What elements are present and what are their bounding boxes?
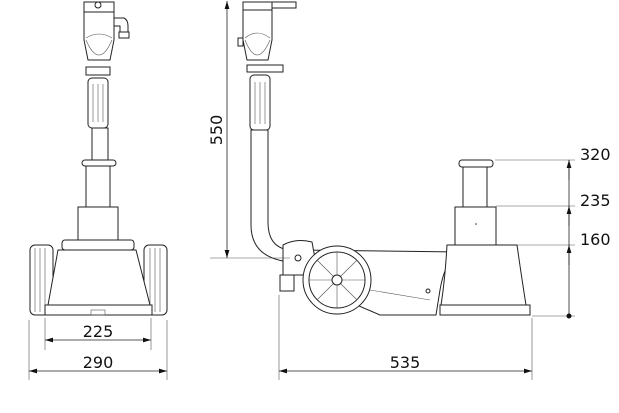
front-body xyxy=(47,249,151,306)
air-fitting xyxy=(113,17,129,33)
side-cylinder xyxy=(454,206,497,246)
side-handle-tube xyxy=(250,129,291,263)
dim-label-225: 225 xyxy=(83,322,114,341)
front-ram xyxy=(85,164,111,208)
dim-label-535: 535 xyxy=(390,353,421,372)
side-ram xyxy=(462,166,488,208)
dim-label-320: 320 xyxy=(580,145,611,164)
dim-label-235: 235 xyxy=(580,191,611,210)
dim-label-160: 160 xyxy=(580,230,611,249)
dim-label-290: 290 xyxy=(83,353,114,372)
dim-label-550: 550 xyxy=(207,115,226,146)
side-head-top xyxy=(242,1,273,11)
side-valve-head xyxy=(242,9,273,61)
front-view xyxy=(29,1,168,316)
side-saddle xyxy=(458,159,494,168)
front-collar xyxy=(85,66,111,76)
side-knob xyxy=(237,37,244,47)
side-lever xyxy=(271,1,297,9)
front-handle-tube xyxy=(91,127,109,161)
front-cylinder xyxy=(77,206,119,241)
side-bracket xyxy=(279,274,295,292)
dim-origin-dot xyxy=(566,313,572,319)
side-collar xyxy=(246,64,284,73)
side-base xyxy=(439,304,531,316)
air-coupler xyxy=(118,31,130,39)
side-view xyxy=(237,1,531,316)
side-lift-body xyxy=(440,244,527,306)
front-top-plate xyxy=(61,239,135,251)
front-valve-head xyxy=(83,11,115,61)
front-saddle xyxy=(81,159,117,167)
